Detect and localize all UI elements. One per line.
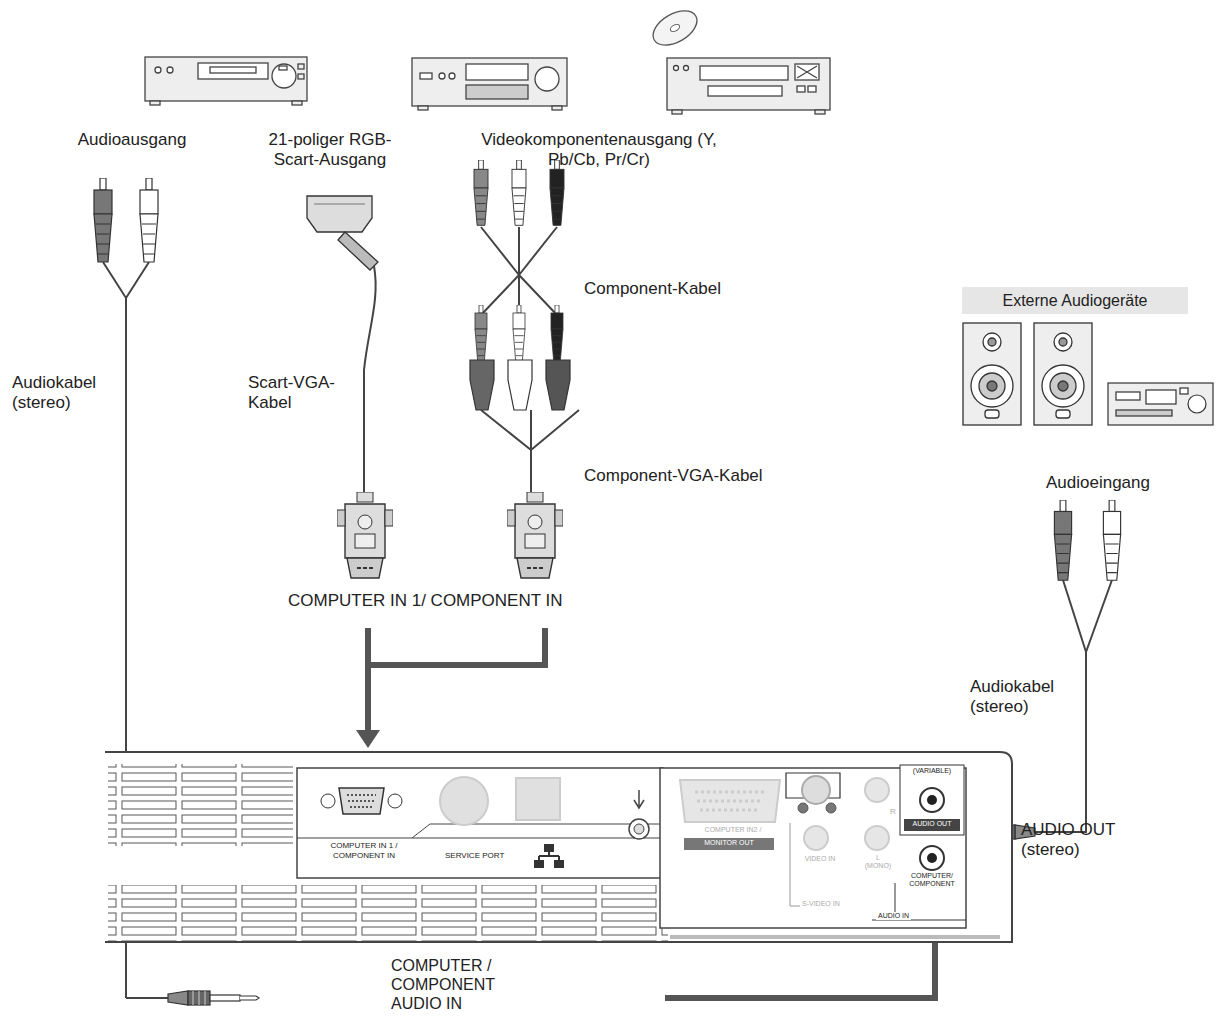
panel-text: (VARIABLE): [902, 767, 962, 775]
speaker: [963, 323, 1021, 425]
amplifier: [1108, 383, 1213, 425]
panel-text: R: [890, 807, 910, 817]
cable-label: Audiokabel (stereo): [970, 677, 1080, 718]
cable-label: Audiokabel (stereo): [12, 373, 122, 414]
s-video-port-grey: [440, 777, 488, 825]
panel-text: MONITOR OUT: [684, 839, 774, 847]
port-label: COMPUTER / COMPONENT AUDIO IN: [391, 956, 521, 1014]
band-title: Externe Audiogeräte: [1003, 292, 1148, 310]
monitor-out-plate: [684, 838, 774, 850]
vga-port: [321, 788, 402, 814]
projector-body: [105, 752, 1012, 942]
mini-jack-plug: [168, 991, 259, 1005]
panel-text: COMPUTER IN2 /: [688, 826, 778, 834]
component-cable: [481, 227, 579, 492]
scart-vga-cable: [364, 266, 376, 492]
port-label: COMPUTER IN 1/ COMPONENT IN: [288, 591, 648, 611]
vcr-device: [145, 57, 307, 105]
receiver-device: [412, 58, 567, 110]
computer-in2-port-grey: [680, 780, 780, 822]
panel-text: AUDIO OUT: [904, 820, 960, 828]
dvd-player: [667, 58, 830, 114]
scart-plug: [307, 196, 378, 270]
input-label: Audioeingang: [1046, 473, 1186, 493]
screw-symbol: [629, 790, 649, 839]
disc-symbol: [647, 4, 703, 52]
cable-label: Audioausgang: [62, 130, 202, 150]
cable-label: Component-VGA-Kabel: [584, 466, 824, 486]
service-port-grey: [516, 778, 560, 820]
panel-text: L (MONO): [862, 854, 894, 871]
cable-label: Scart-VGA-Kabel: [248, 373, 348, 414]
output-label: 21-poliger RGB-Scart-Ausgang: [250, 130, 410, 171]
output-label: Videokomponentenausgang (Y, Pb/Cb, Pr/Cr…: [458, 130, 740, 171]
panel-text: AUDIO IN: [876, 912, 911, 920]
component-female-plugs: [470, 360, 570, 410]
audio-cable-right: [1035, 580, 1112, 832]
panel-text: COMPUTER IN 1 / COMPONENT IN: [318, 841, 410, 860]
legend-band: Externe Audiogeräte: [962, 287, 1188, 314]
port-label: AUDIO OUT (stereo): [1021, 820, 1141, 861]
panel-text: COMPUTER/ COMPONENT: [900, 872, 964, 889]
speaker: [1034, 323, 1092, 425]
arrow-head: [356, 730, 380, 748]
panel-text: S-VIDEO IN: [802, 900, 852, 908]
lan-icon: [535, 845, 563, 867]
panel-text: VIDEO IN: [800, 855, 840, 863]
panel-text: SERVICE PORT: [445, 851, 515, 861]
cable-label: Component-Kabel: [584, 279, 784, 299]
